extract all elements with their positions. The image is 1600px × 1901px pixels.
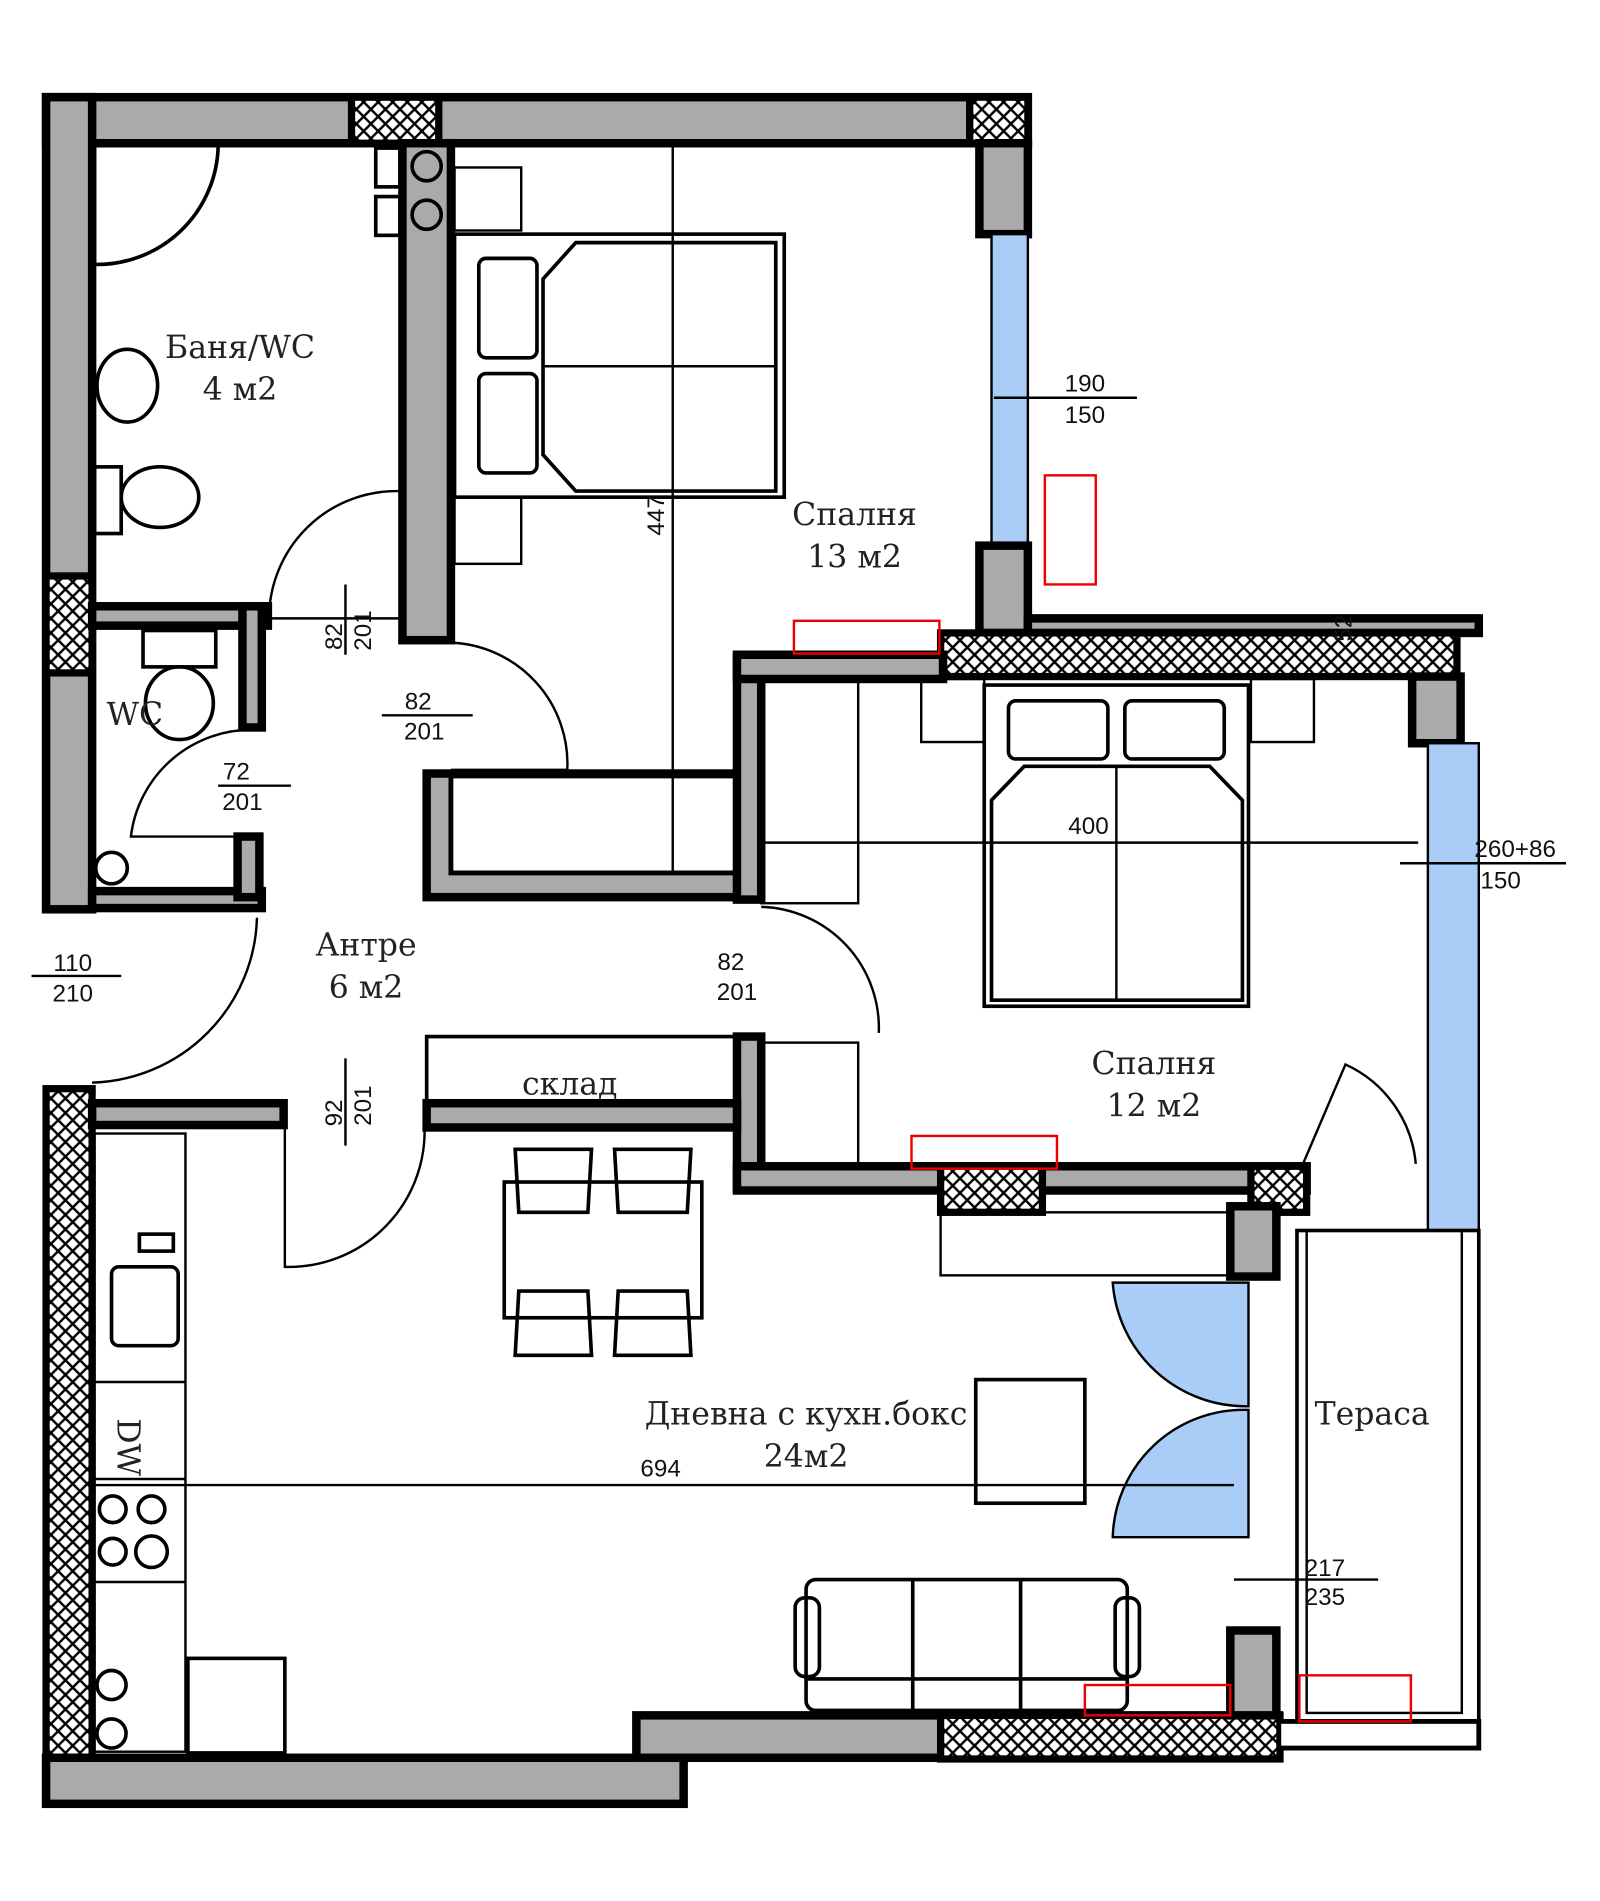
dim-b1-door-top: 82 (405, 688, 432, 715)
kitchen-sink-icon (109, 1265, 180, 1348)
storage-name: склад (522, 1067, 618, 1103)
living-area: 24м2 (764, 1439, 849, 1475)
dim-terrace-top: 217 (1305, 1555, 1345, 1582)
terrace-outline (1295, 1228, 1481, 1724)
bedroom2-door (761, 905, 881, 1033)
bed-1 (452, 232, 787, 499)
dim-b2-door-bottom: 201 (717, 979, 757, 1006)
kitchen-counter (93, 1132, 187, 1753)
dining-table (502, 1180, 704, 1320)
dim-b2-door-top: 82 (717, 949, 744, 976)
dim-b2-window-top: 260+86 (1474, 836, 1556, 863)
dim-living-length: 694 (640, 1456, 680, 1483)
dim-entrance-bottom: 210 (53, 980, 93, 1007)
dim-bath-bottom: 201 (350, 610, 377, 650)
terrace-door-1 (1111, 1281, 1250, 1408)
furniture (31, 143, 1567, 1755)
dim-wc-bottom: 201 (222, 789, 262, 816)
living-door (283, 1121, 426, 1269)
dim-living-door-bottom: 201 (350, 1085, 377, 1125)
shower-icon (92, 143, 221, 267)
toilet-icon (119, 465, 201, 530)
wc-name: WC (107, 697, 163, 733)
hall-area: 6 м2 (329, 970, 404, 1006)
dim-wc-top: 72 (223, 759, 250, 786)
dim-terrace-bottom: 235 (1305, 1584, 1345, 1611)
bedroom2-name: Спалня (1092, 1046, 1217, 1082)
bedroom1-name: Спалня (792, 497, 917, 533)
dim-b1-length: 447 (643, 495, 670, 535)
bedroom1-window (990, 232, 1030, 547)
bedroom1-door (450, 641, 569, 772)
living-name: Дневна с кухн.бокс (645, 1396, 968, 1432)
dim-living-door-top: 92 (321, 1099, 348, 1126)
doors (92, 489, 1417, 1539)
entrance-door (92, 917, 259, 1084)
terrace-door-2 (1111, 1408, 1250, 1539)
dim-b2-window-bottom: 150 (1480, 868, 1520, 895)
labels: Баня/WC 4 м2 WC Спалня 13 м2 Спалня 12 м… (53, 330, 1556, 1611)
dishwasher-label: DW (110, 1418, 146, 1476)
bedroom2-window (1426, 742, 1481, 1232)
dim-entrance-top: 110 (53, 950, 92, 977)
bedroom2-area: 12 м2 (1107, 1089, 1202, 1125)
sofa (804, 1577, 1130, 1713)
dim-b1-window-top: 190 (1065, 371, 1105, 398)
bath-door (267, 489, 401, 620)
dim-b1-door-bottom: 201 (404, 719, 444, 746)
dim-bath-top: 82 (321, 623, 348, 650)
walls (41, 92, 1484, 1809)
bathroom-name: Баня/WC (165, 330, 315, 366)
bed-2 (982, 683, 1251, 1009)
balcony-door (1301, 1062, 1417, 1165)
hall-name: Антре (316, 927, 417, 963)
dim-b2-length: 400 (1068, 813, 1108, 840)
bathroom-area: 4 м2 (203, 372, 278, 408)
dim-b1-window-bottom: 150 (1065, 402, 1105, 429)
coffee-table (973, 1377, 1087, 1506)
bedroom1-area: 13 м2 (807, 539, 902, 575)
wc-door (129, 728, 255, 838)
terrace-name: Тераса (1315, 1396, 1430, 1432)
sink-icon (95, 347, 160, 424)
dim-wall-note: 52 (1331, 615, 1358, 642)
